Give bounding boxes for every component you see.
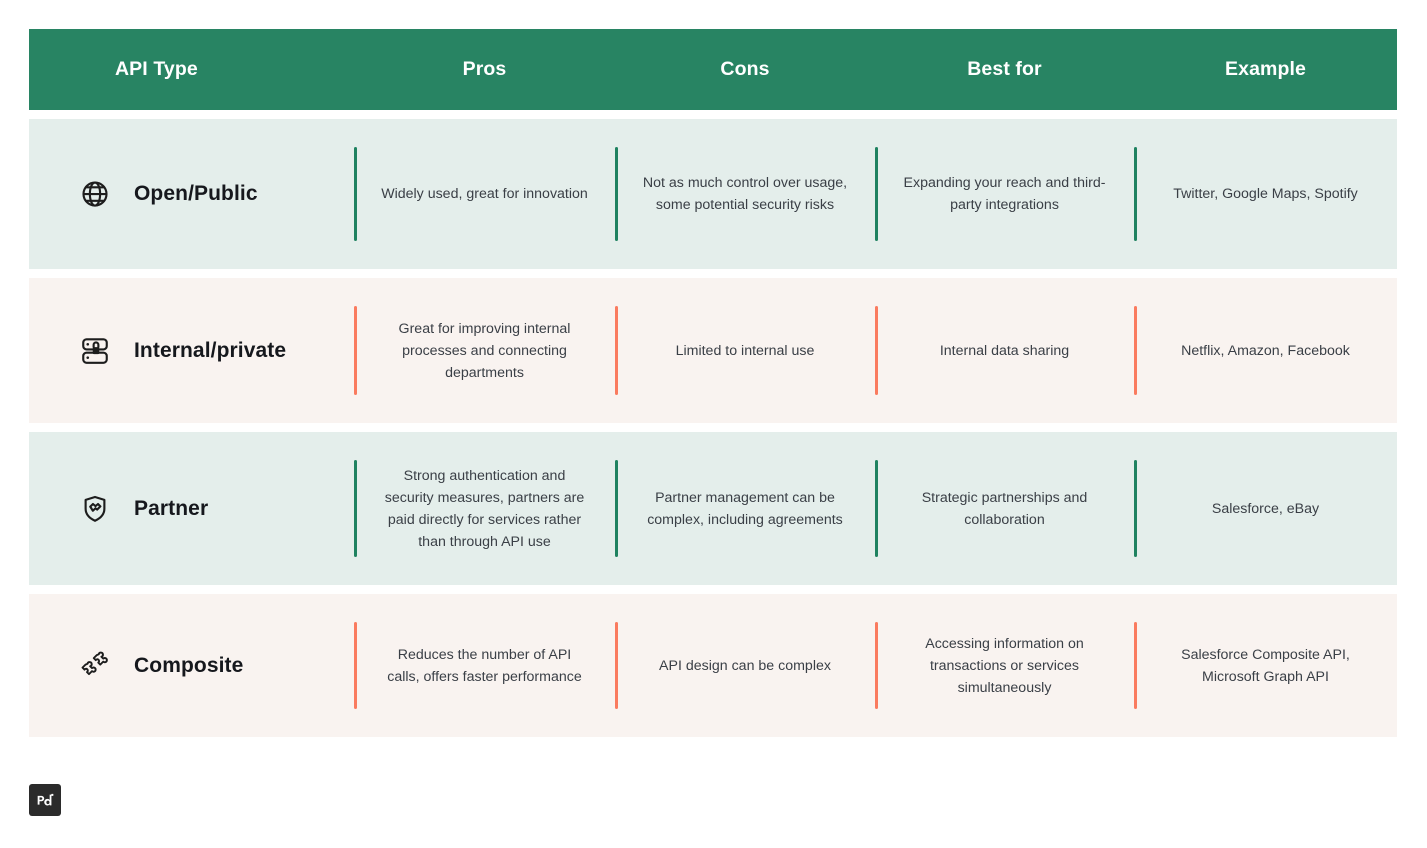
row-best-for-cell: Accessing information on transactions or… xyxy=(875,594,1134,737)
table-row: Partner Strong authentication and securi… xyxy=(29,432,1397,585)
table-row: Internal/private Great for improving int… xyxy=(29,278,1397,423)
row-pros-text: Widely used, great for innovation xyxy=(381,186,588,202)
row-type-cell: Internal/private xyxy=(29,278,354,423)
row-best-for-text: Accessing information on transactions or… xyxy=(925,635,1084,696)
row-cons-text: Partner management can be complex, inclu… xyxy=(647,489,843,528)
row-type-label: Open/Public xyxy=(134,182,258,205)
row-pros-text: Strong authentication and security measu… xyxy=(384,467,585,550)
row-type-label: Internal/private xyxy=(134,338,287,362)
row-pros-cell: Reduces the number of API calls, offers … xyxy=(354,594,615,737)
row-example-text: Netflix, Amazon, Facebook xyxy=(1181,342,1350,359)
accent-bar xyxy=(875,306,878,395)
row-example-text: Salesforce Composite API, Microsoft Grap… xyxy=(1181,646,1350,685)
row-type-cell: Open/Public xyxy=(29,119,354,269)
row-example-text: Twitter, Google Maps, Spotify xyxy=(1173,186,1358,202)
row-cons-text: Not as much control over usage, some pot… xyxy=(642,175,848,213)
row-example-text: Salesforce, eBay xyxy=(1211,500,1320,517)
column-header-pros: Pros xyxy=(462,57,507,80)
globe-icon xyxy=(78,177,112,211)
accent-bar xyxy=(354,147,357,241)
accent-bar xyxy=(1134,306,1137,395)
row-example-cell: Twitter, Google Maps, Spotify xyxy=(1134,119,1397,269)
row-best-for-cell: Strategic partnerships and collaboration xyxy=(875,432,1134,585)
accent-bar xyxy=(1134,622,1137,709)
accent-bar xyxy=(354,306,357,395)
row-pros-cell: Widely used, great for innovation xyxy=(354,119,615,269)
row-example-cell: Salesforce Composite API, Microsoft Grap… xyxy=(1134,594,1397,737)
row-pros-text: Reduces the number of API calls, offers … xyxy=(387,646,582,685)
row-cons-cell: Not as much control over usage, some pot… xyxy=(615,119,875,269)
row-type-cell: Partner xyxy=(29,432,354,585)
table-row: Composite Reduces the number of API call… xyxy=(29,594,1397,737)
accent-bar xyxy=(354,460,357,557)
row-cons-text: API design can be complex xyxy=(659,657,831,674)
accent-bar xyxy=(615,622,618,709)
row-best-for-text: Expanding your reach and third-party int… xyxy=(903,175,1106,213)
accent-bar xyxy=(615,306,618,395)
row-cons-cell: API design can be complex xyxy=(615,594,875,737)
puzzle-pieces-icon xyxy=(78,649,112,683)
accent-bar xyxy=(1134,460,1137,557)
row-best-for-cell: Internal data sharing xyxy=(875,278,1134,423)
row-best-for-text: Internal data sharing xyxy=(939,342,1070,359)
accent-bar xyxy=(354,622,357,709)
row-pros-text: Great for improving internal processes a… xyxy=(398,320,571,381)
row-cons-cell: Partner management can be complex, inclu… xyxy=(615,432,875,585)
pandadoc-logo xyxy=(29,784,61,816)
handshake-shield-icon xyxy=(78,492,112,526)
table-header-row: API Type Pros Cons Best for Example xyxy=(29,29,1397,110)
column-header-best-for: Best for xyxy=(967,57,1042,80)
accent-bar xyxy=(615,460,618,557)
row-type-cell: Composite xyxy=(29,594,354,737)
api-comparison-table: API Type Pros Cons Best for Example Ope xyxy=(29,29,1397,737)
row-cons-cell: Limited to internal use xyxy=(615,278,875,423)
row-example-cell: Salesforce, eBay xyxy=(1134,432,1397,585)
table-row: Open/Public Widely used, great for innov… xyxy=(29,119,1397,269)
row-pros-cell: Strong authentication and security measu… xyxy=(354,432,615,585)
row-pros-cell: Great for improving internal processes a… xyxy=(354,278,615,423)
accent-bar xyxy=(875,622,878,709)
accent-bar xyxy=(875,147,878,241)
row-best-for-text: Strategic partnerships and collaboration xyxy=(921,489,1088,528)
row-type-label: Partner xyxy=(134,496,209,520)
accent-bar xyxy=(615,147,618,241)
lock-server-icon xyxy=(78,334,112,368)
row-best-for-cell: Expanding your reach and third-party int… xyxy=(875,119,1134,269)
accent-bar xyxy=(875,460,878,557)
accent-bar xyxy=(1134,147,1137,241)
column-header-api-type: API Type xyxy=(115,57,198,80)
row-example-cell: Netflix, Amazon, Facebook xyxy=(1134,278,1397,423)
row-type-label: Composite xyxy=(134,653,244,677)
row-cons-text: Limited to internal use xyxy=(675,342,815,359)
column-header-example: Example xyxy=(1225,57,1306,80)
column-header-cons: Cons xyxy=(720,57,770,80)
